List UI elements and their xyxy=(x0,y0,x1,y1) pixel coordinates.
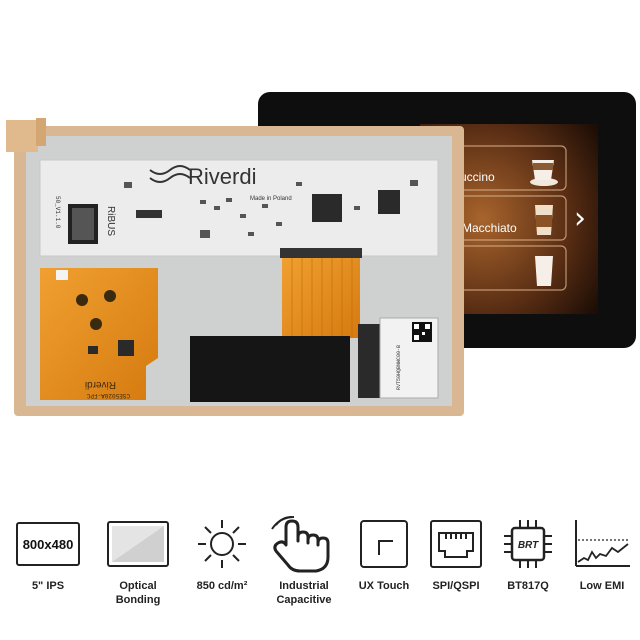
feature-label: SPI/QSPI xyxy=(432,580,480,592)
feature-label: 850 cd/m² xyxy=(196,580,248,592)
feature-label: Optical Bonding xyxy=(115,580,161,606)
ux-touch-icon xyxy=(360,520,408,568)
menu-item-1: uccino xyxy=(460,170,495,184)
menu-item-2: Macchiato xyxy=(462,221,517,235)
feature-label: BT817Q xyxy=(507,580,549,592)
feature-brightness: 850 cd/m² xyxy=(180,515,264,593)
product-photo: uccino Macchiato › xyxy=(6,92,636,416)
feature-label: Industrial Capacitive xyxy=(276,580,332,606)
feature-optical-bonding: Optical Bonding xyxy=(96,515,180,607)
optical-bonding-icon xyxy=(107,521,169,567)
cup-icon xyxy=(535,256,553,286)
touch-hand-icon xyxy=(271,516,330,573)
rear-module: Riverdi Made in Poland 50_V1.1.0 RiBUS xyxy=(6,118,464,416)
cup-icon xyxy=(530,160,558,186)
svg-text:CSE5020A-FPC: CSE5020A-FPC xyxy=(86,392,130,399)
sun-brightness-icon xyxy=(198,520,246,568)
svg-text:Riverdi: Riverdi xyxy=(85,379,116,390)
chip-icon: BRT xyxy=(504,520,552,568)
features-row: 800x480 5" IPS Optical Bonding xyxy=(0,515,640,635)
coffee-menu: uccino Macchiato xyxy=(447,145,567,291)
feature-emi: Low EMI xyxy=(560,515,640,593)
feature-label: UX Touch xyxy=(358,580,410,592)
feature-controller: BRT BT817Q xyxy=(486,515,570,593)
ribus-label: RiBUS xyxy=(105,206,116,236)
glass-icon xyxy=(535,205,553,235)
resolution-icon: 800x480 xyxy=(16,522,80,566)
next-arrow-icon: › xyxy=(574,201,586,236)
feature-ux-touch: UX Touch xyxy=(342,515,426,593)
feature-label: Low EMI xyxy=(579,580,625,592)
pcb-code: 50_V1.1.0 xyxy=(54,196,61,229)
svg-text:Made in Poland: Made in Poland xyxy=(250,196,292,202)
feature-label: 5" IPS xyxy=(31,580,65,592)
svg-text:BRT: BRT xyxy=(518,540,539,551)
riverdi-logo: Riverdi Made in Poland xyxy=(149,164,292,202)
feature-resolution: 800x480 5" IPS xyxy=(6,515,90,593)
svg-text:Riverdi: Riverdi xyxy=(188,164,256,189)
emi-graph-icon xyxy=(575,520,630,567)
connector-icon xyxy=(430,520,482,568)
feature-touch: Industrial Capacitive xyxy=(262,515,346,607)
pcb-board xyxy=(39,159,439,257)
feature-interface: SPI/QSPI xyxy=(414,515,498,593)
qr-label-text: RVT50HQBNWC00-B xyxy=(396,345,402,390)
touch-fpc: Riverdi CSE5020A-FPC xyxy=(40,268,158,400)
